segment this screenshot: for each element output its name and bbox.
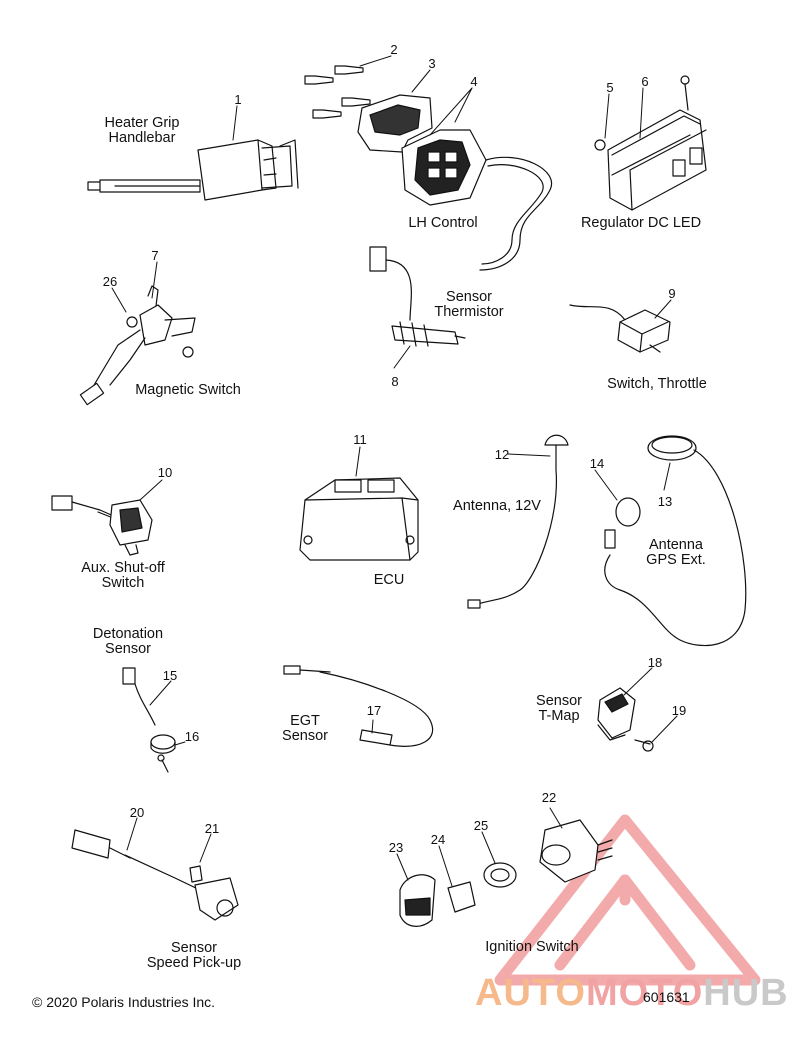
callout-21: 21 [204, 821, 220, 836]
diagram-code: 601631 [643, 989, 690, 1005]
label-detonation: Detonation Sensor [93, 627, 163, 657]
callout-20: 20 [129, 805, 145, 820]
label-sensor-tmap-line2: T-Map [538, 708, 580, 724]
ecu-part [299, 477, 419, 561]
label-regulator: Regulator DC LED [580, 215, 702, 231]
callout-5: 5 [606, 80, 614, 95]
label-antenna-gps: Antenna GPS Ext. [646, 538, 706, 568]
callout-25: 25 [473, 818, 489, 833]
thermistor-part [369, 246, 466, 347]
aux-switch-part [51, 495, 153, 556]
label-antenna-gps-line2: GPS Ext. [646, 552, 706, 568]
watermark-triangle [494, 814, 761, 986]
speed-pickup-part [71, 829, 239, 921]
label-aux-shutoff: Aux. Shut-off Switch [81, 561, 165, 591]
callout-24: 24 [430, 832, 446, 847]
watermark-part1: AUTO [475, 972, 586, 1014]
label-antenna-gps-line1: Antenna [648, 537, 704, 553]
callout-11: 11 [353, 432, 367, 447]
callout-9: 9 [668, 286, 676, 301]
magnetic-switch-part [79, 285, 196, 406]
label-aux-shutoff-line1: Aux. Shut-off [81, 560, 165, 576]
tmap-sensor-part [597, 687, 654, 752]
label-ignition: Ignition Switch [485, 939, 579, 955]
callout-15: 15 [162, 668, 178, 683]
callout-4: 4 [470, 74, 478, 89]
label-speed-pickup-line1: Sensor [171, 940, 217, 956]
label-heater-grip-line1: Heater Grip [104, 115, 180, 131]
label-lh-control: LH Control [408, 215, 478, 231]
label-speed-pickup-line2: Speed Pick-up [146, 955, 242, 971]
gps-antenna-part [604, 435, 747, 647]
lh-control-part [357, 94, 553, 271]
label-sensor-thermistor-line1: Sensor [446, 289, 492, 305]
label-ecu: ECU [373, 572, 405, 588]
watermark-text: AUTOMOTOHUB [475, 972, 789, 1015]
label-heater-grip: Heater Grip Handlebar [105, 116, 180, 146]
watermark-part2: MOTO [585, 972, 704, 1014]
callout-13: 13 [657, 494, 673, 509]
label-detonation-line2: Sensor [105, 641, 151, 657]
callout-18: 18 [647, 655, 663, 670]
label-magnetic-switch: Magnetic Switch [135, 382, 241, 398]
label-egt: EGT Sensor [282, 714, 328, 744]
label-heater-grip-line2: Handlebar [108, 130, 176, 146]
throttle-switch-part [569, 304, 671, 353]
heater-grip-part [87, 139, 299, 201]
callout-17: 17 [366, 703, 382, 718]
label-sensor-tmap: Sensor T-Map [536, 694, 582, 724]
label-detonation-line1: Detonation [92, 626, 164, 642]
callout-23: 23 [388, 840, 404, 855]
callout-1: 1 [234, 92, 242, 107]
egt-sensor-part [283, 665, 434, 747]
leader-lines [111, 55, 678, 887]
detonation-sensor-part [122, 667, 176, 773]
label-switch-throttle: Switch, Throttle [607, 376, 707, 392]
watermark-part3: HUB [703, 972, 789, 1014]
ignition-switch-part [399, 819, 613, 927]
cable-tie-part [615, 497, 641, 527]
callout-8: 8 [391, 374, 399, 389]
label-egt-line1: EGT [290, 713, 320, 729]
callout-3: 3 [428, 56, 436, 71]
label-antenna-12v: Antenna, 12V [453, 498, 541, 514]
callout-14: 14 [589, 456, 605, 471]
callout-6: 6 [641, 74, 649, 89]
callout-12: 12 [494, 447, 510, 462]
label-sensor-thermistor-line2: Thermistor [434, 304, 504, 320]
label-sensor-thermistor: Sensor Thermistor [434, 290, 503, 320]
label-egt-line2: Sensor [282, 728, 328, 744]
callout-2: 2 [390, 42, 398, 57]
callout-7: 7 [151, 248, 159, 263]
screws-part [304, 65, 371, 119]
label-sensor-tmap-line1: Sensor [536, 693, 582, 709]
callout-22: 22 [541, 790, 557, 805]
callout-16: 16 [184, 729, 200, 744]
copyright-text: © 2020 Polaris Industries Inc. [32, 994, 216, 1010]
regulator-part [594, 75, 707, 211]
label-aux-shutoff-line2: Switch [101, 575, 145, 591]
label-speed-pickup: Sensor Speed Pick-up [147, 941, 241, 971]
antenna-12v-part [467, 434, 569, 609]
callout-10: 10 [157, 465, 173, 480]
callout-19: 19 [671, 703, 687, 718]
callout-26: 26 [102, 274, 118, 289]
